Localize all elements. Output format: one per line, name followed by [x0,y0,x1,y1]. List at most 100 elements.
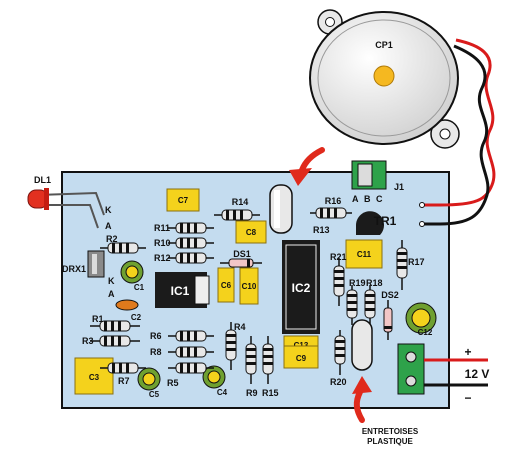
buzzer-cp1: CP1 [309,9,460,149]
c1-label: C1 [134,283,145,292]
j1-b-label: B [364,194,371,204]
r9-label: R9 [246,388,258,398]
cap-c5: C5 [137,367,161,399]
resistor-r5: R5 [167,362,214,388]
r7-label: R7 [118,376,130,386]
ic2-label: IC2 [292,281,311,295]
resistor-r21: R21 [330,252,347,306]
resistor-r14: R14 [214,197,260,221]
c2-label: C2 [131,313,142,322]
resistor-r12: R12 [154,252,214,264]
resistor-r9: R9 [245,336,258,398]
resistor-r10: R10 [154,237,214,249]
resistor-r6: R6 [150,330,214,342]
cap-c4: C4 [202,365,228,397]
voltage-label: 12 V [465,367,490,381]
r18-label: R18 [366,278,383,288]
ic1-label: IC1 [171,284,190,298]
cap-c3: C3 [74,357,114,395]
drx1-k-label: K [108,276,115,286]
crystal-component [269,184,293,234]
cap-c1: C1 [120,260,145,292]
r12-label: R12 [154,253,171,263]
minus-label: − [464,391,471,405]
c10-label: C10 [242,282,257,291]
r15-label: R15 [262,388,279,398]
resistor-r15: R15 [262,336,279,398]
resistor-r13: R13 [313,225,330,235]
resistor-r18: R18 [364,278,383,325]
resistor-r3: R3 [82,335,140,347]
power-terminal: + 12 V − [397,343,490,405]
cap-c6: C6 [217,267,235,303]
ds2-label: DS2 [381,290,399,300]
jumper-j1: J1 A B C [351,160,404,204]
j1-c-label: C [376,194,383,204]
cap-c12: C12 [405,302,437,337]
ic2: IC2 [282,240,320,334]
c8-label: C8 [246,228,257,237]
dl1-k-label: K [105,205,112,215]
buzzer-wires [419,38,496,227]
arrow-bottom [352,376,372,423]
cap-c11: C11 [345,239,383,269]
r10-label: R10 [154,238,171,248]
r16-label: R16 [325,196,342,206]
ic1: IC1 [155,272,210,308]
j1-label: J1 [394,182,404,192]
r8-label: R8 [150,347,162,357]
drx1: DRX1 K A [62,250,115,299]
transistor-tr1: TR1 [356,211,397,235]
r11-label: R11 [154,223,170,233]
spacers-line1: ENTRETOISES [362,427,419,436]
c11-label: C11 [357,250,372,259]
dl1-label: DL1 [34,175,51,185]
ds1-label: DS1 [233,249,251,259]
plus-label: + [464,345,471,359]
cap-c7: C7 [166,188,200,212]
spacer-oval [351,319,373,371]
resistor-r17: R17 [396,240,425,290]
diode-ds1: DS1 [220,249,262,268]
resistor-r16: R16 [310,196,352,219]
r13-label: R13 [313,225,330,235]
resistor-r19: R19 [346,278,366,325]
c6-label: C6 [221,281,232,290]
cap-c10: C10 [239,267,259,305]
tr1-label: TR1 [374,214,397,228]
c9-label: C9 [296,354,307,363]
c7-label: C7 [178,196,189,205]
drx1-a-label: A [108,289,115,299]
resistor-r1: R1 [90,314,140,332]
drx1-label: DRX1 [62,264,86,274]
r5-label: R5 [167,378,179,388]
c4-label: C4 [217,388,228,397]
r19-label: R19 [349,278,366,288]
resistor-r20: R20 [330,330,347,387]
diode-ds2: DS2 [381,290,399,340]
r21-label: R21 [330,252,347,262]
resistor-r4: R4 [225,322,246,370]
spacers-note: ENTRETOISES PLASTIQUE [362,427,419,446]
c5-label: C5 [149,390,160,399]
c3-label: C3 [89,373,100,382]
cp1-label: CP1 [375,40,393,50]
dl1-a-label: A [105,221,112,231]
spacers-line2: PLASTIQUE [367,437,413,446]
arrow-top [289,147,325,186]
r14-label: R14 [232,197,249,207]
c12-label: C12 [418,328,433,337]
resistor-r11: R11 [154,222,214,234]
r6-label: R6 [150,331,162,341]
led-dl1: DL1 K A [27,175,112,231]
cap-c2: C2 [115,299,142,322]
resistor-r2: R2 [100,234,146,254]
resistor-r8: R8 [150,346,214,358]
r20-label: R20 [330,377,347,387]
cap-c8: C8 [235,220,267,244]
cap-c9: C9 [283,345,319,369]
r4-label: R4 [234,322,246,332]
r2-label: R2 [106,234,118,244]
